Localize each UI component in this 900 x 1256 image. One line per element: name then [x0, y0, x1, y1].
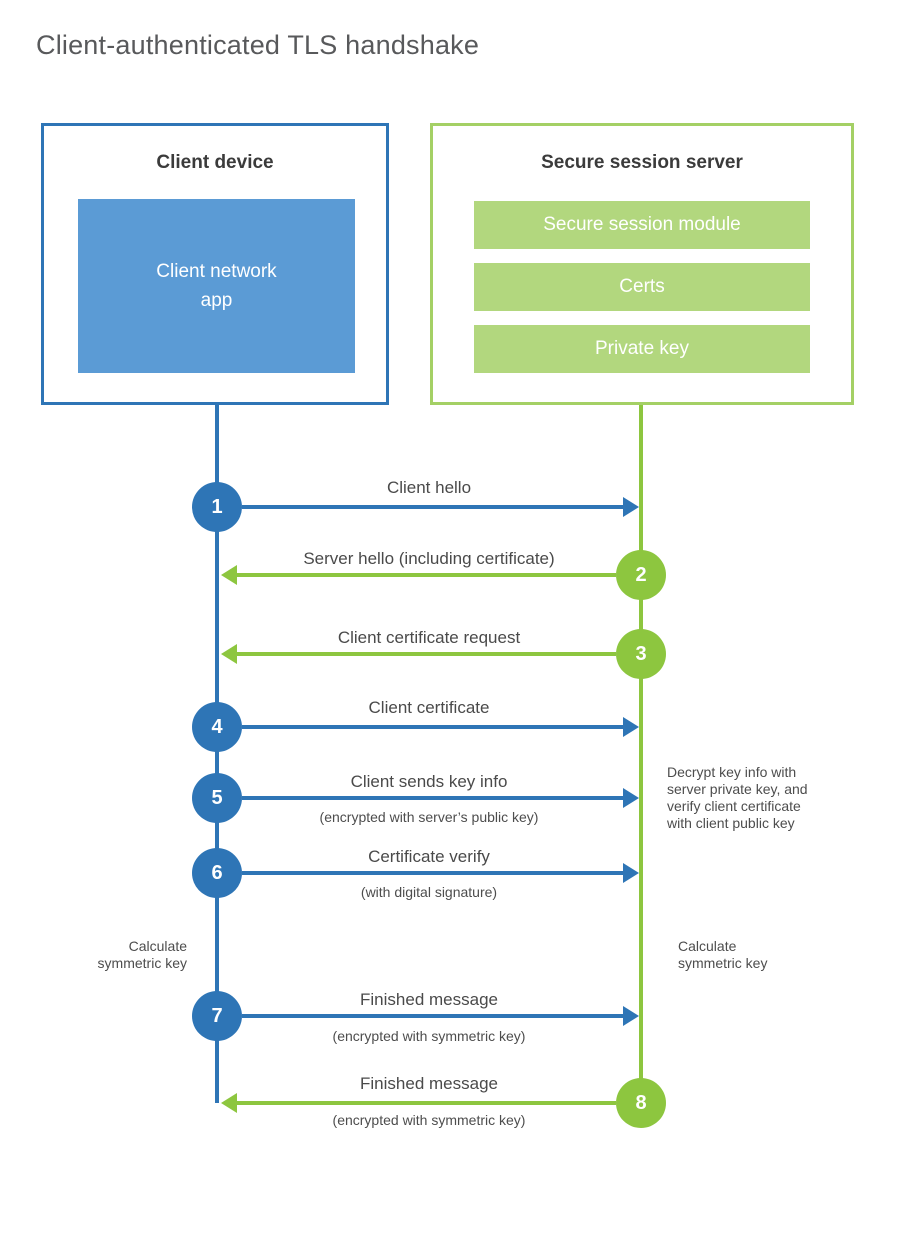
message-sublabel: (encrypted with symmetric key): [332, 1028, 526, 1044]
note-calc-symmetric-left: Calculate symmetric key: [97, 938, 187, 971]
message-sublabel: (encrypted with server’s public key): [319, 809, 539, 825]
message-label: Server hello (including certificate): [303, 549, 555, 568]
step-number-badge: 2: [616, 550, 666, 600]
arrow-left-icon: [221, 644, 237, 664]
arrow-right-icon: [623, 497, 639, 517]
message-label: Finished message: [360, 1074, 498, 1093]
message-label: Client hello: [386, 478, 472, 497]
server-box-title: Secure session server: [541, 152, 743, 173]
arrow-line: [242, 505, 623, 509]
message-label: Client sends key info: [350, 772, 508, 791]
message-label: Client certificate: [368, 698, 490, 717]
client-network-app-box: Client network app: [78, 199, 355, 373]
arrow-right-icon: [623, 1006, 639, 1026]
message-sublabel: (encrypted with symmetric key): [332, 1112, 526, 1128]
step-number-badge: 3: [616, 629, 666, 679]
arrow-right-icon: [623, 717, 639, 737]
step-number-badge: 6: [192, 848, 242, 898]
message-label: Client certificate request: [337, 628, 521, 647]
arrow-right-icon: [623, 788, 639, 808]
client-lifeline: [215, 405, 219, 1103]
note-calc-symmetric-right: Calculate symmetric key: [678, 938, 768, 971]
message-sublabel: (with digital signature): [360, 884, 498, 900]
page-title: Client-authenticated TLS handshake: [36, 30, 480, 60]
arrow-line: [237, 1101, 616, 1105]
step-number-badge: 4: [192, 702, 242, 752]
arrow-right-icon: [623, 863, 639, 883]
server-lifeline: [639, 405, 643, 1103]
server-module-bar: Private key: [474, 325, 810, 373]
server-module-bar: Certs: [474, 263, 810, 311]
arrow-line: [242, 725, 623, 729]
step-number-badge: 8: [616, 1078, 666, 1128]
message-label: Certificate verify: [368, 847, 490, 866]
note-decrypt-key-info: Decrypt key info with server private key…: [667, 764, 808, 831]
message-label: Finished message: [360, 990, 498, 1009]
client-device-title: Client device: [156, 152, 274, 173]
step-number-badge: 1: [192, 482, 242, 532]
arrow-line: [237, 573, 616, 577]
server-module-bar: Secure session module: [474, 201, 810, 249]
step-number-badge: 7: [192, 991, 242, 1041]
arrow-line: [242, 1014, 623, 1018]
step-number-badge: 5: [192, 773, 242, 823]
arrow-line: [237, 652, 616, 656]
arrow-left-icon: [221, 1093, 237, 1113]
arrow-line: [242, 796, 623, 800]
arrow-line: [242, 871, 623, 875]
arrow-left-icon: [221, 565, 237, 585]
